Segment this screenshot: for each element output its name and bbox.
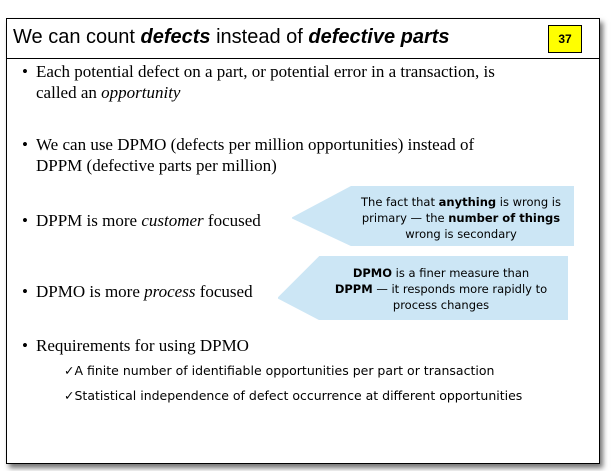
bullet-dot-icon: • [22, 282, 28, 301]
bullet-dot-icon: • [22, 62, 28, 81]
checkmark-icon: ✓ [64, 388, 75, 403]
bullet-dot-icon: • [22, 336, 28, 355]
callout-arrow-shape [292, 186, 574, 246]
callout-text: The fact that anything is wrong is prima… [361, 195, 561, 241]
bullet-text: DPMO is more process focused [36, 282, 253, 301]
bullet-dppm-customer: • DPPM is more customer focused [22, 210, 322, 232]
slide-title: We can count defects instead of defectiv… [13, 26, 450, 48]
title-bar: We can count defects instead of defectiv… [7, 19, 599, 59]
bullet-dpmo-process: • DPMO is more process focused [22, 281, 322, 303]
sub-item-finite-opportunities: ✓A finite number of identifiable opportu… [64, 363, 495, 378]
checkmark-icon: ✓ [64, 363, 75, 378]
bullet-text: We can use DPMO (defects per million opp… [36, 135, 475, 175]
bullet-dpmo-vs-dppm: • We can use DPMO (defects per million o… [22, 134, 542, 178]
bullet-dot-icon: • [22, 135, 28, 154]
bullet-text: Requirements for using DPMO [36, 336, 249, 355]
bullet-text: Each potential defect on a part, or pote… [36, 62, 495, 102]
callout-customer-focus: The fact that anything is wrong is prima… [292, 186, 574, 246]
bullet-dot-icon: • [22, 211, 28, 230]
callout-arrow-shape [278, 256, 568, 320]
page-number-badge: 37 [548, 25, 582, 53]
bullet-text: DPPM is more customer focused [36, 211, 261, 230]
sub-item-statistical-independence: ✓Statistical independence of defect occu… [64, 388, 523, 403]
callout-process-focus: DPMO is a finer measure than DPPM — it r… [278, 256, 568, 320]
bullet-opportunity: • Each potential defect on a part, or po… [22, 61, 542, 105]
bullet-requirements: • Requirements for using DPMO [22, 335, 322, 357]
callout-text: DPMO is a finer measure than DPPM — it r… [334, 266, 548, 312]
